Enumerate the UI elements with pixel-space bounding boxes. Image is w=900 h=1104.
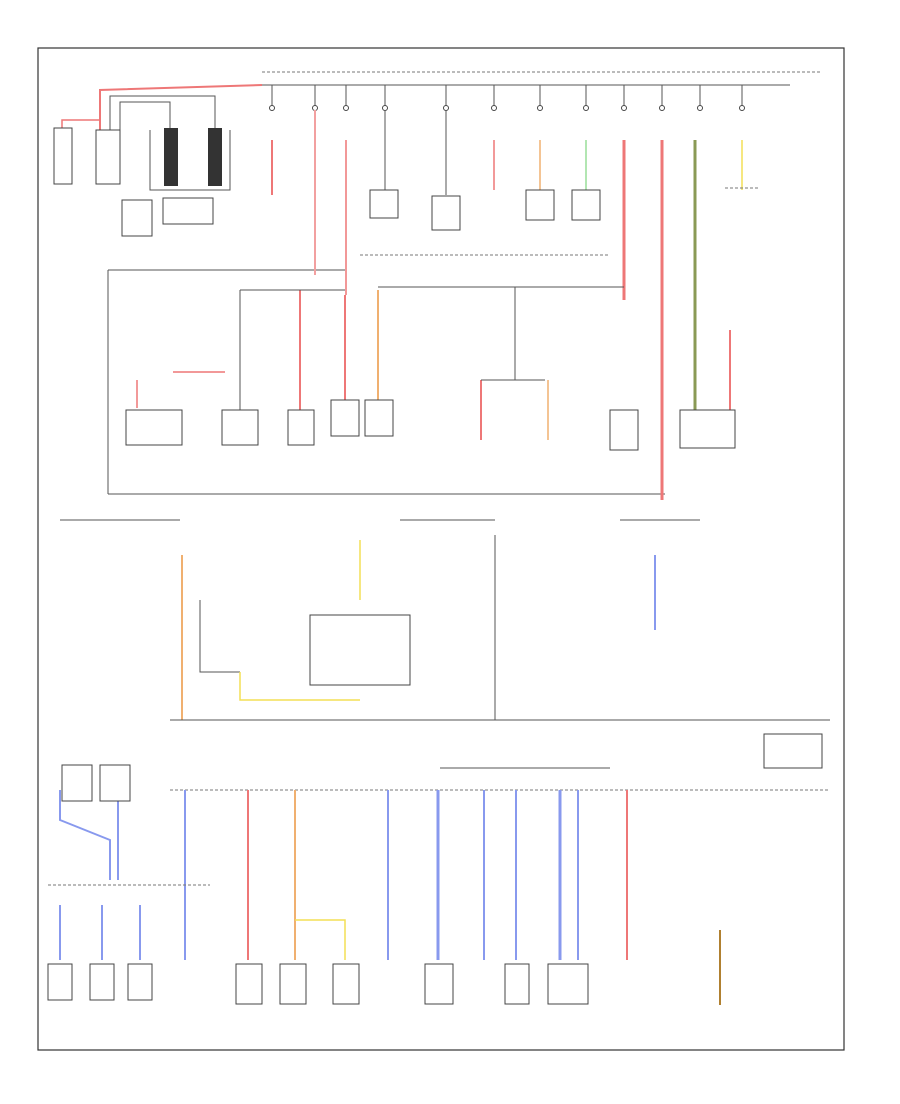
fuse-7 <box>537 85 543 111</box>
ignition-relay-box <box>309 614 411 686</box>
bottom-component-9 <box>547 963 589 1005</box>
top-fuse-row <box>269 85 745 111</box>
top-bus-section <box>53 71 820 495</box>
ignition-switch-section <box>60 519 700 720</box>
bottom-component-4 <box>235 963 263 1005</box>
power-source-connector <box>121 199 153 237</box>
fuse-3 <box>343 85 349 111</box>
component-mid-e <box>364 399 394 437</box>
bottom-component-2 <box>89 963 115 1001</box>
fuse-10 <box>659 85 665 111</box>
component-mid-a <box>125 409 183 446</box>
bottom-components <box>47 764 589 1005</box>
diagram-frame <box>37 47 845 1051</box>
lower-right-component <box>763 733 823 769</box>
top-components <box>360 187 760 256</box>
bottom-wire-3b <box>295 919 346 960</box>
middle-section <box>125 286 736 451</box>
fusible-link-bracket <box>149 130 231 191</box>
upper-left-relay-a <box>61 764 93 802</box>
bottom-component-8 <box>504 963 530 1005</box>
component-mid-c <box>287 409 315 446</box>
bottom-wire-left-1 <box>59 790 111 880</box>
ground-feed-wire <box>61 119 100 128</box>
component-mid-f <box>609 409 639 451</box>
fuse-2 <box>312 85 318 111</box>
fuse-5 <box>443 85 449 111</box>
battery-feed-wire-1 <box>109 95 216 130</box>
bottom-component-1 <box>47 963 73 1001</box>
bottom-circuit-wires <box>48 790 721 1005</box>
fuse-6 <box>491 85 497 111</box>
fusible-link-a <box>164 128 178 186</box>
bottom-component-5 <box>279 963 307 1005</box>
component-mid-d <box>330 399 360 437</box>
fuse-8 <box>583 85 589 111</box>
component-top-d <box>571 189 601 221</box>
fuse-11 <box>697 85 703 111</box>
battery-ground-component <box>53 127 73 185</box>
battery-positive-wire <box>99 84 263 130</box>
fuse-9 <box>621 85 627 111</box>
battery-feed-wire-2 <box>119 101 171 130</box>
component-top-a <box>369 189 399 219</box>
fuse-12 <box>739 85 745 111</box>
top-circuit-wires <box>271 110 743 500</box>
fusible-link-b <box>208 128 222 186</box>
bottom-component-7 <box>424 963 454 1005</box>
fusible-link-label-box <box>162 197 214 225</box>
upper-left-relay-b <box>99 764 131 802</box>
component-top-c <box>525 189 555 221</box>
fuse-4 <box>382 85 388 111</box>
bottom-component-3 <box>127 963 153 1001</box>
ignition-yellow-wire <box>239 672 360 701</box>
battery-component <box>95 129 121 185</box>
component-mid-b <box>221 409 259 446</box>
lower-fuse-bus <box>170 719 830 791</box>
component-top-b <box>431 195 461 231</box>
ignition-relay-wire <box>199 600 240 673</box>
fuse-1 <box>269 85 275 111</box>
component-mid-g <box>679 409 736 449</box>
bottom-component-6 <box>332 963 360 1005</box>
